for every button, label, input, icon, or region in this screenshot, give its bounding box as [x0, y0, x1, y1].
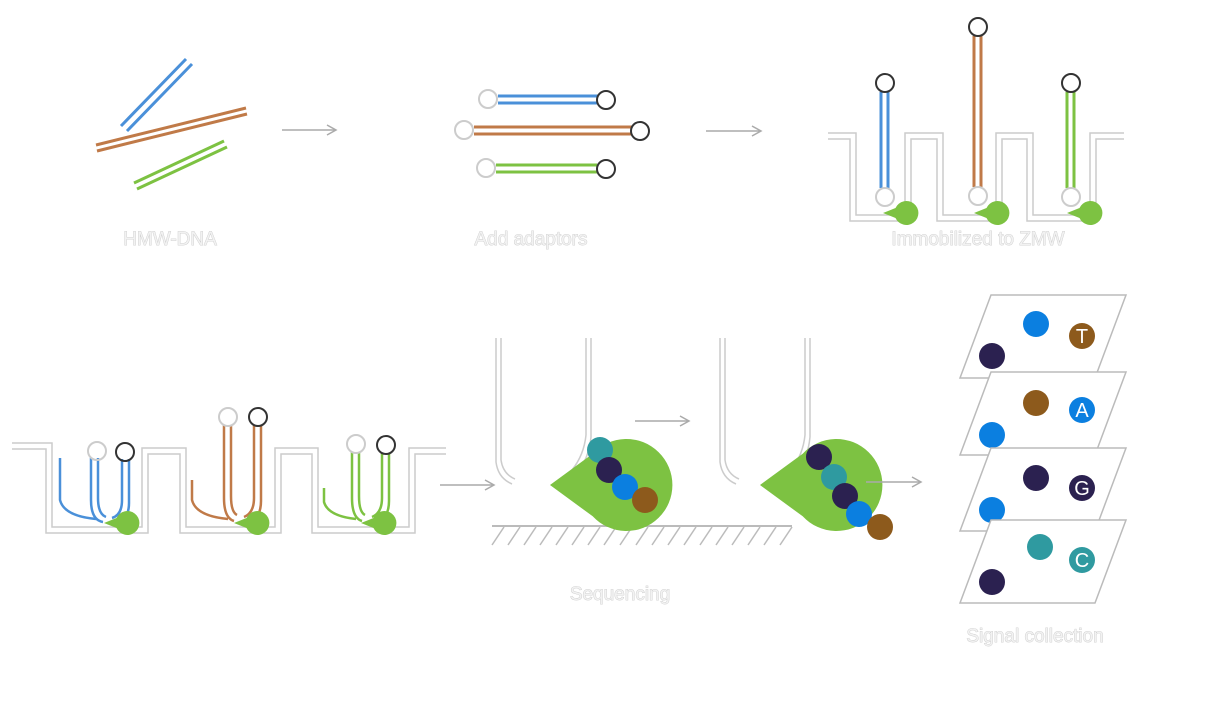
nucleotide-icon: [979, 569, 1005, 595]
add-adaptors-label: Add adaptors: [474, 229, 587, 250]
nucleotide-icon: [1023, 390, 1049, 416]
nucleotide-icon: [806, 444, 832, 470]
nucleotide-icon: [979, 422, 1005, 448]
hmw-dna-label: HMW-DNA: [123, 229, 217, 250]
hairpin-adaptor-icon: [875, 187, 895, 207]
right-arrow-icon: [706, 125, 763, 137]
signal-frame-g: G: [958, 447, 1128, 532]
signal-frame-c: C: [958, 519, 1128, 604]
signal-frame-a: A: [958, 371, 1128, 456]
hairpin-adaptor-icon: [376, 435, 396, 455]
nucleotide-icon: [832, 483, 858, 509]
nucleotide-icon: [1069, 323, 1095, 349]
nucleotide-icon: [1027, 534, 1053, 560]
nucleotide-icon: [867, 514, 893, 540]
polymerase-icon: [974, 200, 1010, 225]
polymerase-icon: [883, 200, 919, 225]
signal-collection-label: Signal collection: [966, 626, 1103, 647]
nucleotide-icon: [632, 487, 658, 513]
right-arrow-icon: [635, 415, 691, 427]
adaptor-ligated-molecules: [454, 89, 650, 179]
nucleotide-icon: [1069, 547, 1095, 573]
hairpin-adaptor-icon: [1061, 187, 1081, 207]
nucleotide-chain-2: [806, 444, 893, 540]
hairpin-adaptor-icon: [346, 434, 366, 454]
right-arrow-icon: [866, 476, 923, 488]
nucleotide-icon: [612, 474, 638, 500]
hairpin-adaptor-icon: [218, 407, 238, 427]
base-c-label: C: [1075, 550, 1089, 572]
nucleotide-icon: [1069, 475, 1095, 501]
hmw-dna-fragments: [95, 57, 248, 191]
nucleotide-icon: [587, 437, 613, 463]
hairpin-adaptor-icon: [115, 442, 135, 462]
polymerase-icon: [104, 511, 140, 535]
hairpin-adaptor-icon: [968, 186, 988, 206]
nucleotide-icon: [979, 343, 1005, 369]
signal-frame-t: T: [958, 294, 1128, 379]
circular-templates: [58, 407, 397, 535]
hairpin-adaptor-icon: [248, 407, 268, 427]
right-arrow-icon: [440, 479, 496, 491]
base-t-label: T: [1076, 326, 1088, 348]
hairpin-adaptor-icon: [596, 90, 616, 110]
hairpin-adaptor-icon: [87, 441, 107, 461]
hairpin-adaptor-icon: [875, 73, 895, 93]
nucleotide-icon: [596, 457, 622, 483]
polymerase-icon: [361, 511, 397, 535]
hairpin-adaptor-icon: [476, 158, 496, 178]
nucleotide-chain-1: [587, 437, 658, 513]
immobilized-label: Immobilized to ZMW: [891, 229, 1064, 250]
base-a-label: A: [1075, 400, 1089, 422]
hairpin-adaptor-icon: [630, 121, 650, 141]
sequencing-label: Sequencing: [570, 584, 670, 605]
sequencing-substrate: [491, 525, 793, 546]
nucleotide-icon: [1023, 311, 1049, 337]
polymerase-icon: [234, 511, 270, 535]
nucleotide-icon: [1069, 397, 1095, 423]
signal-frames: T A G C: [958, 294, 1128, 604]
hairpin-adaptor-icon: [968, 17, 988, 37]
hairpin-adaptor-icon: [454, 120, 474, 140]
base-g-label: G: [1074, 478, 1090, 500]
hairpin-adaptor-icon: [478, 89, 498, 109]
nucleotide-icon: [979, 497, 1005, 523]
sequencing-well-1: [495, 338, 592, 485]
right-arrow-icon: [282, 124, 338, 136]
nucleotide-icon: [821, 464, 847, 490]
nucleotide-icon: [846, 501, 872, 527]
immobilized-molecules: [875, 17, 1103, 225]
hairpin-adaptor-icon: [596, 159, 616, 179]
nucleotide-icon: [1023, 465, 1049, 491]
hairpin-adaptor-icon: [1061, 73, 1081, 93]
polymerase-icon: [1067, 200, 1103, 225]
